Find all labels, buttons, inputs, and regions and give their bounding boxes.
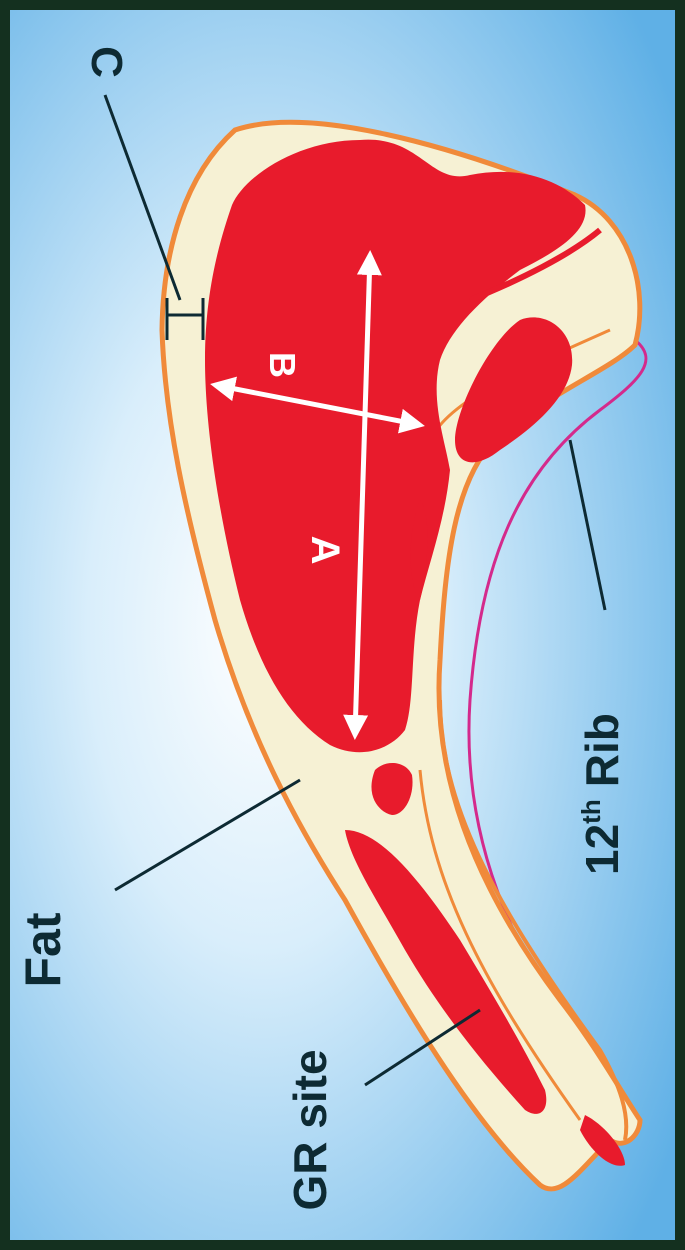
label-gr-site: GR site [284,1049,336,1210]
label-a: A [303,536,347,565]
label-c: C [82,46,131,78]
label-rib-suffix: th [576,799,606,824]
label-b: B [262,352,303,378]
label-rib-word: Rib [576,713,628,787]
label-fat: Fat [15,912,71,987]
label-rib-number: 12 [576,824,628,875]
